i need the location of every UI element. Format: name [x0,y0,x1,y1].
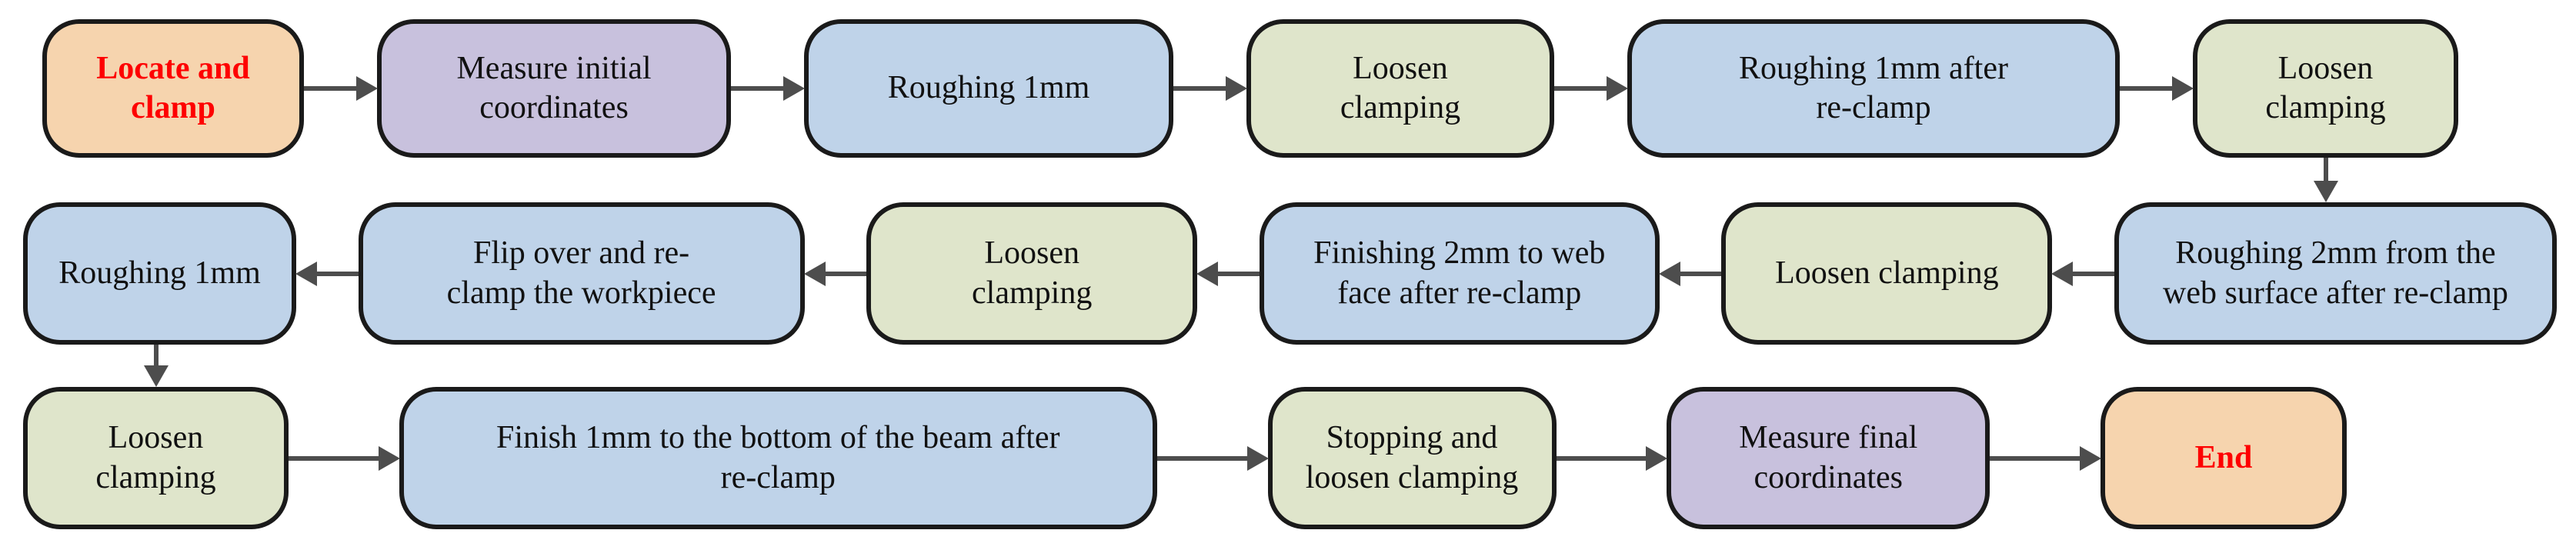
node-loosen-clamping-4: Loosen clamping [866,202,1198,345]
node-finishing-2mm-web-face: Finishing 2mm to web face after re-clamp [1259,202,1660,345]
node-roughing-1mm-second: Roughing 1mm [23,202,296,345]
flow-arrow-down-icon [2324,158,2328,181]
node-measure-initial-coordinates: Measure initial coordinates [377,19,731,158]
node-end: End [2101,387,2347,529]
flow-row-2: Roughing 1mm Flip over and re- clamp the… [0,202,2576,345]
flow-arrow-left-icon [317,271,359,276]
flow-arrow-right-icon [731,86,783,91]
flow-arrow-right-icon [1156,455,1247,461]
node-roughing-1mm-first: Roughing 1mm [804,19,1173,158]
flow-arrow-left-icon [825,271,867,276]
node-roughing-2mm-web-surface: Roughing 2mm from the web surface after … [2114,202,2557,345]
flow-arrow-right-icon [1556,455,1647,461]
flow-arrow-right-icon [289,455,379,461]
flow-arrow-right-icon [2120,86,2172,91]
flow-arrow-left-icon [2073,271,2114,276]
node-loosen-clamping-3: Loosen clamping [1721,202,2053,345]
node-loosen-clamping-2: Loosen clamping [2193,19,2458,158]
node-locate-and-clamp: Locate and clamp [42,19,304,158]
flow-arrow-left-icon [1218,271,1260,276]
node-loosen-clamping-1: Loosen clamping [1246,19,1554,158]
flow-arrow-right-icon [304,86,356,91]
node-measure-final-coordinates: Measure final coordinates [1667,387,1990,529]
flow-row-3: Loosen clamping Finish 1mm to the bottom… [0,387,2576,529]
flow-arrow-down-icon [154,345,158,365]
node-stopping-and-loosen-clamping: Stopping and loosen clamping [1267,387,1557,529]
node-roughing-1mm-after-reclamp: Roughing 1mm after re-clamp [1627,19,2120,158]
flow-row-1: Locate and clamp Measure initial coordin… [0,19,2576,158]
node-finish-1mm-bottom-of-beam: Finish 1mm to the bottom of the beam aft… [399,387,1157,529]
flow-arrow-right-icon [1990,455,2080,461]
flow-arrow-left-icon [1680,271,1722,276]
node-flip-over-and-reclamp: Flip over and re- clamp the workpiece [358,202,805,345]
flow-arrow-right-icon [1554,86,1607,91]
node-loosen-clamping-5: Loosen clamping [23,387,289,529]
flow-arrow-right-icon [1173,86,1226,91]
